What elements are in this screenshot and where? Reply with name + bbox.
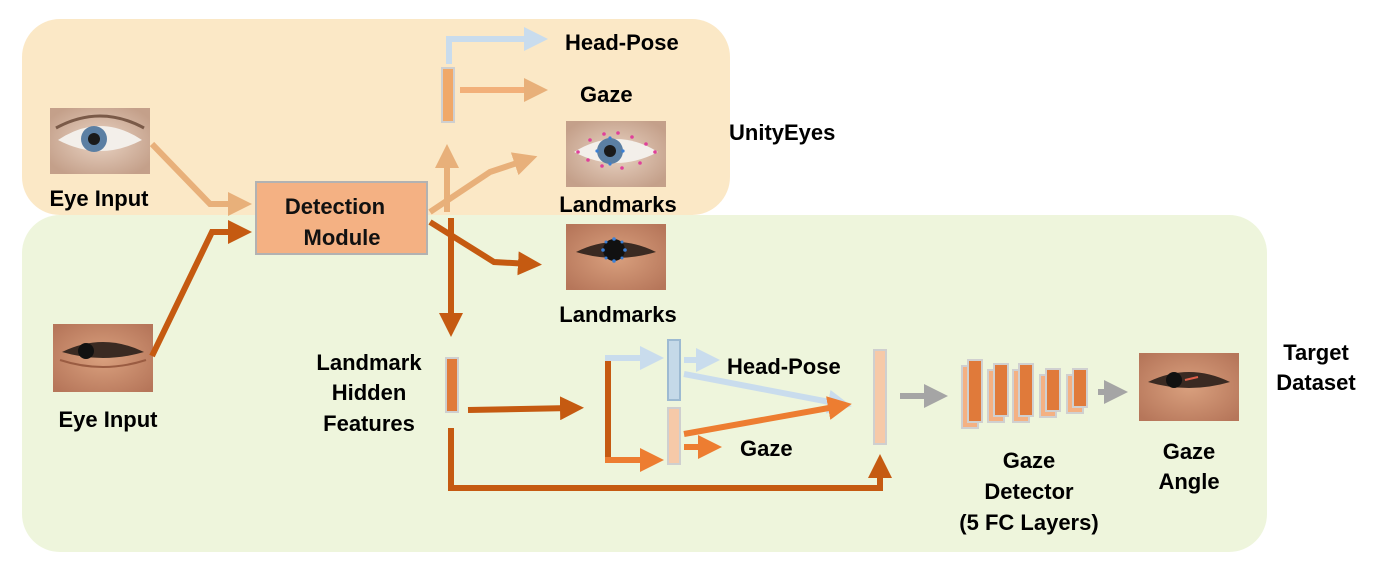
detection-module-box xyxy=(255,181,428,255)
synthetic-eye-image xyxy=(50,108,150,174)
hidden-features-label-2: Hidden xyxy=(332,380,407,405)
concat-feature-bar xyxy=(873,349,887,445)
unityeyes-region xyxy=(22,19,730,215)
top-feature-bar xyxy=(441,67,455,123)
arrow-skip-to-concat xyxy=(448,428,892,491)
gaze-angle-label-2: Angle xyxy=(1158,469,1219,494)
top-landmarks-label: Landmarks xyxy=(559,192,676,217)
bottom-gaze-label: Gaze xyxy=(740,436,793,461)
top-head-pose-label: Head-Pose xyxy=(565,30,679,55)
gaze-detector-fc-layers xyxy=(961,359,1088,429)
hidden-features-label-3: Features xyxy=(323,411,415,436)
arrow-syn-eye-to-module xyxy=(149,141,252,216)
arrow-real-eye-to-module xyxy=(149,220,252,358)
target-dataset-label-2: Dataset xyxy=(1276,370,1356,395)
unityeyes-label: UnityEyes xyxy=(729,120,835,145)
real-landmarks-eye-image xyxy=(566,224,666,290)
real-eye-input-label: Eye Input xyxy=(58,407,158,432)
bottom-landmarks-label: Landmarks xyxy=(559,302,676,327)
gaze-angle-label-1: Gaze xyxy=(1163,439,1216,464)
detection-module-label-1: Detection xyxy=(285,194,385,219)
gaze-feature-bar xyxy=(667,407,681,465)
target-dataset-label-1: Target xyxy=(1283,340,1349,365)
arrow-head-pose-to-concat xyxy=(683,371,852,414)
synthetic-eye-input-label: Eye Input xyxy=(49,186,149,211)
arrow-hidden-to-branch xyxy=(467,396,584,421)
synthetic-landmarks-eye-image xyxy=(566,121,666,187)
bottom-head-pose-label: Head-Pose xyxy=(727,354,841,379)
head-pose-feature-bar xyxy=(667,339,681,401)
top-gaze-label: Gaze xyxy=(580,82,633,107)
arrow-module-to-syn-landmarks xyxy=(428,152,538,215)
gaze-detector-label-1: Gaze xyxy=(1003,448,1056,473)
hidden-feature-bar xyxy=(445,357,459,413)
arrow-top-head-pose xyxy=(446,27,548,64)
detection-module-label-2: Module xyxy=(304,225,381,250)
gaze-detector-label-3: (5 FC Layers) xyxy=(959,510,1098,535)
real-eye-image xyxy=(53,324,153,392)
output-eye-image xyxy=(1139,353,1239,421)
target-dataset-region xyxy=(22,215,1267,552)
gaze-detector-label-2: Detector xyxy=(984,479,1074,504)
arrow-gaze-to-concat xyxy=(683,396,852,437)
hidden-features-label-1: Landmark xyxy=(316,350,422,375)
